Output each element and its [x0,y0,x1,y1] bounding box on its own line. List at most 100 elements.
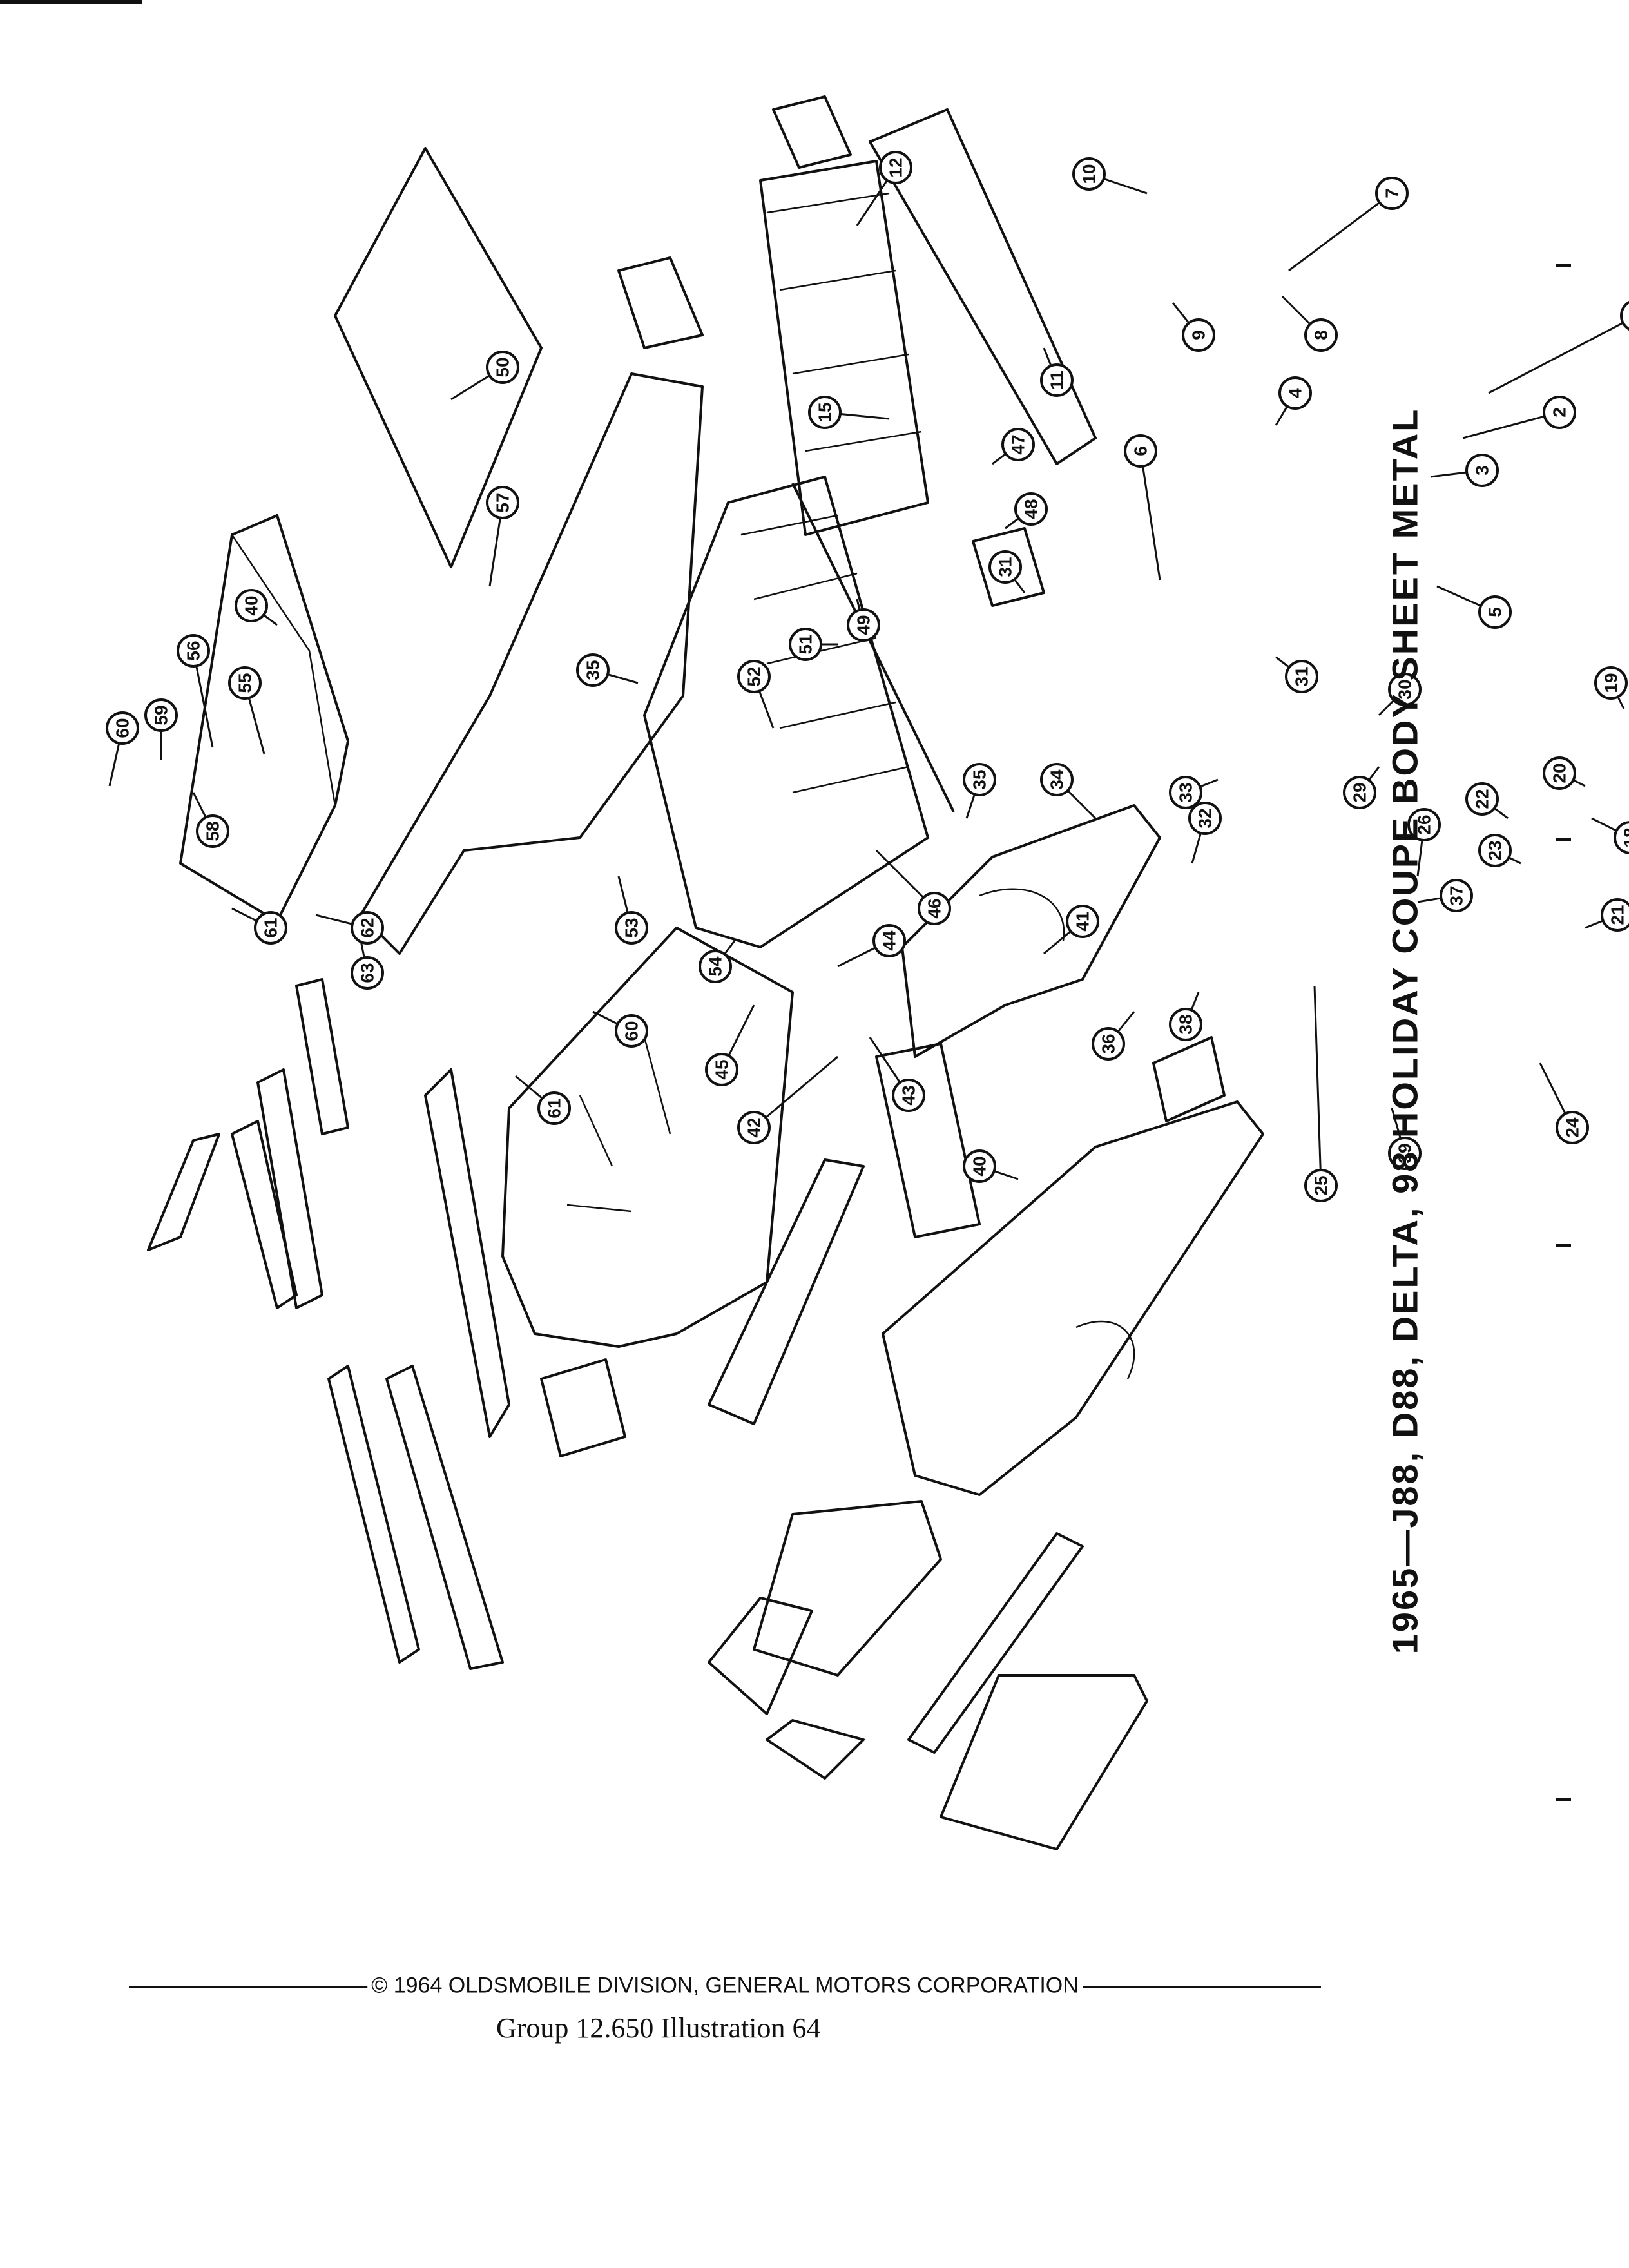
callout-40: 40 [963,1149,1019,1183]
callout-42: 42 [737,1055,838,1144]
callout-number: 60 [622,1021,642,1041]
windshield-pillar-inner [256,1068,323,1309]
callout-circle [789,628,822,661]
callout-number: 48 [1021,499,1041,519]
leader-line [1139,450,1161,581]
callout-circle [196,814,229,848]
quarter-inner-panel [360,372,704,955]
callout-circle [705,1053,738,1086]
callout-number: 39 [1395,1143,1415,1163]
callout-15: 15 [808,396,890,429]
callout-number: 31 [1292,666,1312,686]
callout-number: 49 [854,615,874,635]
callout-number: 22 [1472,789,1492,809]
callout-number: 38 [1176,1014,1196,1034]
callout-5: 5 [1436,585,1512,629]
callout-24: 24 [1539,1062,1589,1144]
callout-number: 5 [1485,607,1505,617]
callout-number: 60 [113,718,133,738]
callout-circle [963,1149,996,1183]
callout-33: 33 [1169,776,1219,809]
callout-number: 3 [1472,465,1492,476]
callout-51: 51 [789,628,838,661]
callout-number: 59 [151,705,171,725]
callout-circle [737,1111,771,1144]
callout-32: 32 [1188,802,1222,864]
leader-line [1288,192,1393,272]
callout-circle [699,950,732,983]
callout-63: 63 [351,940,384,990]
callout-circle [235,589,268,622]
callout-61: 61 [231,907,287,945]
quarter-outer-panel [882,1100,1264,1496]
callout-circle [351,911,384,945]
deck-lid [334,147,543,568]
margin-tick [1556,1798,1571,1801]
callout-60: 60 [592,1010,648,1048]
callout-number: 56 [184,640,204,660]
callout-circle [1594,666,1628,700]
callout-circle [1182,318,1215,352]
callout-circle [1440,879,1473,912]
callout-circle [1601,898,1629,932]
quarter-lower-extension [869,108,1097,465]
callout-12: 12 [856,151,912,226]
callout-circle [1465,782,1499,816]
callout-30: 30 [1378,673,1422,716]
callout-circle [1285,660,1318,693]
callout-number: 43 [899,1085,919,1105]
callout-number: 51 [796,634,816,654]
callout-number: 36 [1099,1033,1119,1053]
callout-number: 53 [622,918,642,937]
callout-circle [1543,396,1576,429]
callout-18: 18 [1591,817,1629,854]
callout-circle [1278,376,1312,410]
callout-circle [963,763,996,796]
callout-number: 30 [1395,679,1415,699]
callout-47: 47 [992,428,1035,465]
callout-35: 35 [576,653,639,687]
windshield-pillar-left [231,1120,298,1309]
callout-circle [892,1079,925,1112]
callout-number: 34 [1047,769,1067,790]
callout-8: 8 [1281,295,1338,352]
callout-number: 58 [203,821,223,841]
callout-20: 20 [1543,756,1586,790]
callout-circle [1169,1008,1202,1041]
callout-circle [1001,428,1035,461]
body-sheet-metal-parts [147,95,1264,1850]
callout-number: 7 [1382,188,1402,198]
callout-23: 23 [1478,834,1521,867]
front-floor-pan [501,927,794,1348]
windshield-header [327,1365,420,1664]
callout-number: 57 [493,492,513,512]
callout-number: 54 [706,956,726,977]
callout-49: 49 [847,599,880,642]
callout-52: 52 [737,660,775,729]
roof-rail [147,1133,220,1251]
callout-39: 39 [1388,1108,1422,1170]
callout-circle [177,634,210,668]
callout-22: 22 [1465,782,1509,820]
cowl-side-panel [540,1358,626,1457]
callout-21: 21 [1585,898,1629,932]
callout-circle [1543,756,1576,790]
package-shelf [759,160,929,536]
callout-58: 58 [192,792,229,848]
callout-number: 41 [1073,911,1093,931]
callout-number: 35 [970,769,990,789]
callout-number: 33 [1176,782,1196,802]
callout-number: 23 [1485,840,1505,860]
callout-circle [1014,492,1048,526]
callout-46: 46 [875,849,951,925]
callout-circle [1040,763,1074,796]
callout-35: 35 [963,763,996,819]
callout-number: 61 [261,918,281,937]
callout-43: 43 [869,1037,925,1112]
callout-40: 40 [235,589,278,626]
callout-circle [1188,802,1222,835]
callout-54: 54 [699,940,736,983]
callout-38: 38 [1169,992,1202,1041]
group-illustration-label: Group 12.650 Illustration 64 [496,2012,821,2044]
callout-number: 6 [1131,446,1151,456]
